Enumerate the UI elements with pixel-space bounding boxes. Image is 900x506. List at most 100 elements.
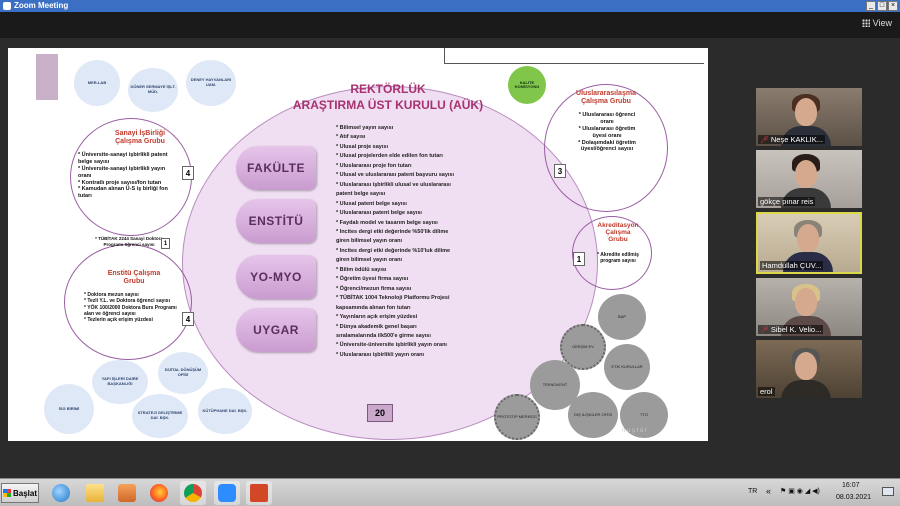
criteria-item: sıralamalarında ilk500'e girme sayısı: [336, 332, 431, 339]
enstitu-item: * YÖK 100/2000 Doktora Burs Programı ala…: [84, 304, 177, 317]
criteria-item: * Incites dergi etki değerinde %50'lik d…: [336, 228, 449, 235]
bubble-deney-hayvanlari: DENEY HAYVANLARI UAM.: [186, 60, 236, 106]
close-button[interactable]: ×: [888, 1, 898, 11]
clock-date[interactable]: 08.03.2021: [836, 494, 872, 501]
participant-body: [781, 380, 831, 398]
participant-face: [795, 288, 817, 316]
participant-name: erol: [758, 387, 775, 396]
media-player-icon[interactable]: [114, 481, 140, 505]
slide-accent-bar: [36, 54, 58, 100]
participant-name: 🎤︎Neşe KAKLIK...: [758, 135, 825, 144]
enstitu-group-ring: [64, 244, 192, 360]
criteria-item: * Ulusal ve uluslararası patent başvuru …: [336, 172, 454, 179]
bubble-dijital-donusum: DİJİTAL DÖNÜŞÜM OFİSİ: [158, 352, 208, 394]
start-button[interactable]: Başlat: [1, 483, 39, 503]
tubitak-count-box: 1: [161, 238, 170, 249]
participant-tile[interactable]: 🎤︎Sibel K. Velio...: [756, 278, 862, 336]
participant-name: gökçe pınar reis: [758, 197, 816, 206]
maximize-button[interactable]: □: [877, 1, 887, 11]
participant-tile[interactable]: gökçe pınar reis: [756, 150, 862, 208]
criteria-item: * Uluslararası işbirlikli yayın oranı: [336, 351, 425, 358]
sanayi-item: * Kamudan alınan Ü-S iş birliği fon tuta…: [78, 186, 168, 200]
criteria-item: * Üniversite-üniversite işbirlikli yayın…: [336, 342, 447, 349]
show-desktop-icon[interactable]: [882, 487, 894, 496]
firefox-icon[interactable]: [146, 481, 172, 505]
akred-group-title: Akreditasyon Çalışma Grubu: [597, 222, 639, 244]
file-explorer-icon[interactable]: [82, 481, 108, 505]
participant-name: 🎤︎Sibel K. Velio...: [758, 325, 824, 334]
slide-watermark: n u ş t ü r: [622, 428, 648, 434]
criteria-item: * Ulusal patent belge sayısı: [336, 200, 407, 207]
akred-group-list: * Akredite edilmiş program sayısı: [592, 252, 644, 265]
sanayi-group-list: * Üniversite-sanayi işbirlikli patent be…: [78, 152, 174, 200]
window-titlebar: Zoom Meeting _ □ ×: [0, 0, 900, 12]
language-indicator[interactable]: TR: [748, 488, 758, 495]
internet-explorer-icon[interactable]: [48, 481, 74, 505]
bubble-bap: BAP: [598, 294, 646, 340]
mic-muted-icon: 🎤︎: [760, 327, 769, 334]
participant-face: [795, 160, 817, 188]
zoom-toolbar: View: [0, 12, 900, 38]
bubble-doner-sermaye: DÖNER SERMAYE İŞLT. MÜD.: [128, 68, 178, 112]
criteria-item: giren bilimsel yayın oranı: [336, 238, 403, 245]
ulus-group-ring: [544, 84, 668, 212]
criteria-item: * Ulusal proje sayısı: [336, 143, 388, 150]
akred-group-ring: [572, 216, 652, 290]
bubble-isg: İSG BİRİMİ: [44, 384, 94, 434]
criteria-item: patent belge sayısı: [336, 191, 386, 198]
window-title: Zoom Meeting: [14, 1, 69, 10]
participant-tile[interactable]: erol: [756, 340, 862, 398]
grid-icon: [861, 19, 870, 27]
criteria-item: * Dünya akademik genel başarı: [336, 323, 417, 330]
bubble-girisim-ev: GİRİŞİM EV: [560, 324, 606, 370]
ulus-item: * Uluslararası öğretim üyesi oranı: [578, 125, 636, 139]
enstitu-group-title: Enstitü Çalışma Grubu: [107, 270, 161, 285]
slide-page-number: 20: [367, 404, 393, 422]
minimize-button[interactable]: _: [866, 1, 876, 11]
participant-tile[interactable]: 🎤︎Neşe KAKLIK...: [756, 88, 862, 146]
shared-screen: MER-LAB DÖNER SERMAYE İŞLT. MÜD. DENEY H…: [8, 48, 708, 441]
participant-face: [795, 352, 817, 380]
chrome-icon[interactable]: [180, 481, 206, 505]
unit-fakulte: FAKÜLTE: [236, 146, 316, 190]
view-label: View: [872, 18, 892, 28]
kalite-komisyonu-bubble: KALİTE KOMİSYONU: [508, 66, 546, 104]
criteria-item: * Öğrenci/mezun firma sayısı: [336, 285, 412, 292]
enstitu-item: * Doktora mezun sayısı: [84, 292, 139, 298]
unit-enstitu: ENSTİTÜ: [236, 199, 316, 243]
enstitu-item: * Tezli Y.L. ve Doktora öğrenci sayısı: [84, 298, 170, 305]
criteria-item: giren bilimsel yayın oranı: [336, 257, 403, 264]
view-button[interactable]: View: [861, 18, 892, 28]
zoom-app-icon: [3, 2, 11, 10]
enstitu-count-box: 4: [182, 312, 194, 326]
participant-name-text: Sibel K. Velio...: [770, 325, 822, 334]
participant-tile-active-speaker[interactable]: Hamdullah ÇUV...: [756, 212, 862, 274]
start-label: Başlat: [12, 488, 37, 498]
criteria-item: * Atıf sayısı: [336, 134, 366, 141]
slide-divider-line: [444, 63, 704, 64]
tubitak-2244-note: * TÜBİTAK 2244 Sanayi Doktora Programı ö…: [95, 236, 163, 247]
ulus-group-title: Uluslararasılaşma Çalışma Grubu: [576, 90, 636, 105]
tray-icons[interactable]: ⚑ ▣ ◉ ◢ ◀): [780, 488, 820, 495]
bubble-tto: TTO: [620, 392, 668, 438]
slide-divider-line-vertical: [444, 48, 445, 63]
enstitu-item: * Tezlerin açık erişim yüzdesi: [84, 317, 153, 323]
ulus-group-list: * Uluslararası öğrenci oranı * Uluslarar…: [576, 112, 638, 153]
tray-expand-icon[interactable]: «: [766, 486, 772, 496]
sanayi-item: * Kontratlı proje sayısı/fon tutarı: [78, 179, 162, 186]
sanayi-group-title: Sanayi İşBirliği Çalışma Grubu: [114, 130, 166, 145]
bubble-prototip-merkezi: PROTOTİP MERKEZİ: [494, 394, 540, 440]
clock-time[interactable]: 16:07: [842, 482, 860, 489]
zoom-taskbar-icon[interactable]: [214, 481, 240, 505]
powerpoint-icon[interactable]: [246, 481, 272, 505]
criteria-item: * Incites dergi etki değerinde %10'luk d…: [336, 247, 451, 254]
criteria-item: * Bilimsel yayın sayısı: [336, 125, 394, 131]
bubble-etik-kurullar: ETİK KURULLAR: [604, 344, 650, 390]
criteria-item: * Uluslararası patent belge sayısı: [336, 210, 422, 217]
criteria-item: * Uluslararası işbirlikli ulusal ve ulus…: [336, 181, 451, 188]
criteria-item: * Yayınların açık erişim yüzdesi: [336, 314, 418, 321]
participant-name-text: gökçe pınar reis: [760, 197, 814, 206]
criteria-item: * Öğretim üyesi firma sayısı: [336, 276, 409, 283]
criteria-item: * Ulusal projelerden elde edilen fon tut…: [336, 153, 443, 160]
bubble-kutuphane: KÜTÜPHANE DAİ. BŞK.: [198, 388, 252, 434]
